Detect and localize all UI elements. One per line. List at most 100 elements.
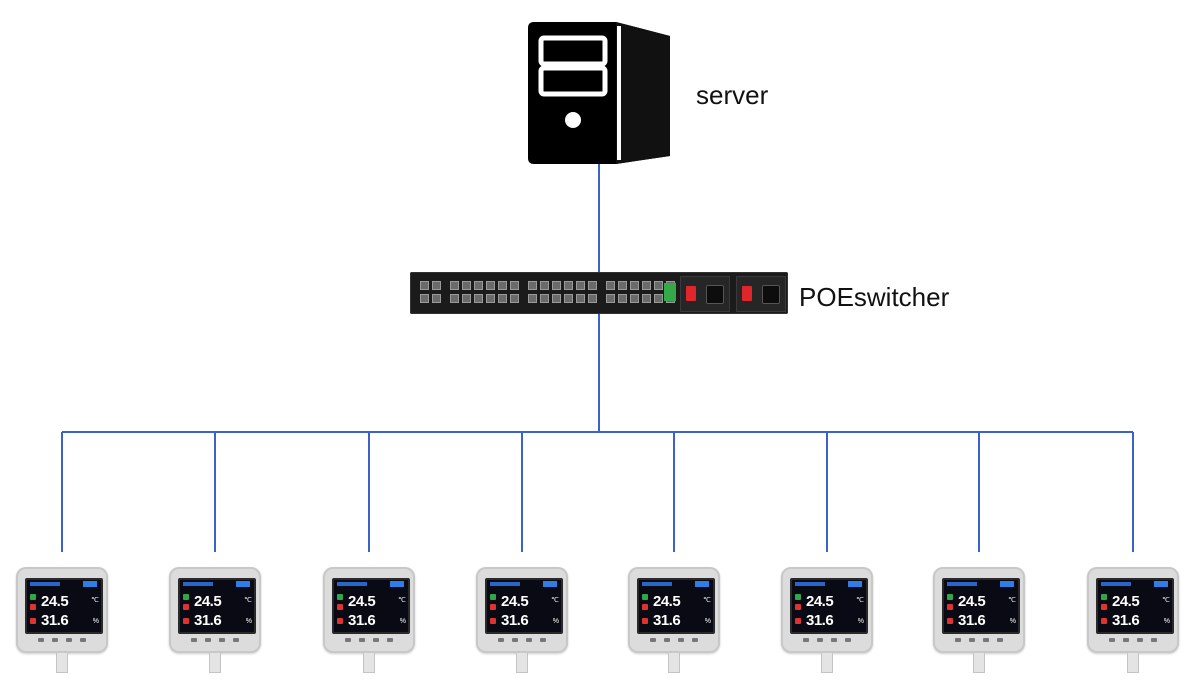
power-switch-icon	[686, 286, 696, 301]
humidity-icon	[947, 618, 953, 624]
sensor-button	[1137, 638, 1143, 642]
sensor-probe	[668, 653, 680, 673]
status-bar	[795, 582, 825, 586]
brand-logo	[1000, 581, 1014, 587]
humidity-unit: %	[245, 618, 252, 625]
sensor-button	[1151, 638, 1157, 642]
temperature-unit: ℃	[856, 597, 864, 604]
humidity-unit: %	[552, 618, 559, 625]
brand-logo	[1154, 581, 1168, 587]
thermometer-icon	[947, 604, 953, 610]
sensor-button	[219, 638, 225, 642]
ethernet-port-icon	[540, 281, 549, 290]
ethernet-port-icon	[510, 294, 519, 303]
sensor-button	[692, 638, 698, 642]
ethernet-port-icon	[588, 294, 597, 303]
ethernet-port-icon	[474, 281, 483, 290]
humidity-value: 31.6	[348, 612, 376, 629]
humidity-icon	[183, 618, 189, 624]
ethernet-port-icon	[630, 281, 639, 290]
sensor-button	[1123, 638, 1129, 642]
ethernet-port-icon	[654, 294, 663, 303]
ethernet-port-icon	[618, 294, 627, 303]
ethernet-port-icon	[432, 294, 441, 303]
sensor-button	[387, 638, 393, 642]
humidity-icon	[337, 618, 343, 624]
sensor-buttons	[953, 638, 1005, 644]
ethernet-port-icon	[528, 281, 537, 290]
ethernet-port-icon	[462, 281, 471, 290]
status-bar	[183, 582, 213, 586]
thermometer-icon	[1101, 604, 1107, 610]
status-bar	[490, 582, 520, 586]
temperature-value: 24.5	[806, 593, 834, 610]
brand-logo	[543, 581, 557, 587]
switch-label: POEswitcher	[799, 282, 950, 312]
ethernet-port-icon	[462, 294, 471, 303]
sensor-button	[678, 638, 684, 642]
thermometer-icon	[490, 604, 496, 610]
humidity-unit: %	[1009, 618, 1016, 625]
ethernet-port-icon	[606, 281, 615, 290]
sensor-button	[512, 638, 518, 642]
sensor-button	[997, 638, 1003, 642]
thermometer-icon	[183, 604, 189, 610]
sensor-probe	[363, 653, 375, 673]
wifi-icon	[183, 594, 189, 600]
sensor-button	[345, 638, 351, 642]
status-bar	[337, 582, 367, 586]
power-switch-icon	[742, 286, 752, 301]
ethernet-port-icon	[618, 281, 627, 290]
ethernet-port-icon	[450, 281, 459, 290]
ethernet-port-icon	[552, 281, 561, 290]
sensor-buttons	[801, 638, 853, 644]
sensor-button	[1109, 638, 1115, 642]
ethernet-port-icon	[642, 294, 651, 303]
humidity-icon	[795, 618, 801, 624]
ethernet-port-icon	[528, 294, 537, 303]
ethernet-port-icon	[510, 281, 519, 290]
humidity-value: 31.6	[958, 612, 986, 629]
sensor-button	[540, 638, 546, 642]
ethernet-port-icon	[588, 281, 597, 290]
thermometer-icon	[30, 604, 36, 610]
humidity-unit: %	[857, 618, 864, 625]
server-tower-icon	[528, 22, 670, 164]
sensor-button	[831, 638, 837, 642]
ethernet-port-icon	[564, 294, 573, 303]
temperature-value: 24.5	[41, 593, 69, 610]
sensor-button	[373, 638, 379, 642]
brand-logo	[848, 581, 862, 587]
temperature-value: 24.5	[501, 593, 529, 610]
thermometer-icon	[795, 604, 801, 610]
humidity-value: 31.6	[41, 612, 69, 629]
sensor-button	[38, 638, 44, 642]
ethernet-port-icon	[498, 281, 507, 290]
power-module-2	[736, 276, 786, 312]
sensor-button	[191, 638, 197, 642]
ethernet-port-icon	[564, 281, 573, 290]
status-bar	[30, 582, 60, 586]
ethernet-port-icon	[576, 294, 585, 303]
humidity-icon	[490, 618, 496, 624]
thermometer-icon	[337, 604, 343, 610]
ethernet-port-icon	[474, 294, 483, 303]
sensor-buttons	[36, 638, 88, 644]
humidity-icon	[1101, 618, 1107, 624]
sensor-button	[955, 638, 961, 642]
ethernet-port-icon	[630, 294, 639, 303]
sensor-buttons	[1107, 638, 1159, 644]
wifi-icon	[490, 594, 496, 600]
wifi-icon	[642, 594, 648, 600]
sensor-buttons	[496, 638, 548, 644]
sensor-button	[66, 638, 72, 642]
